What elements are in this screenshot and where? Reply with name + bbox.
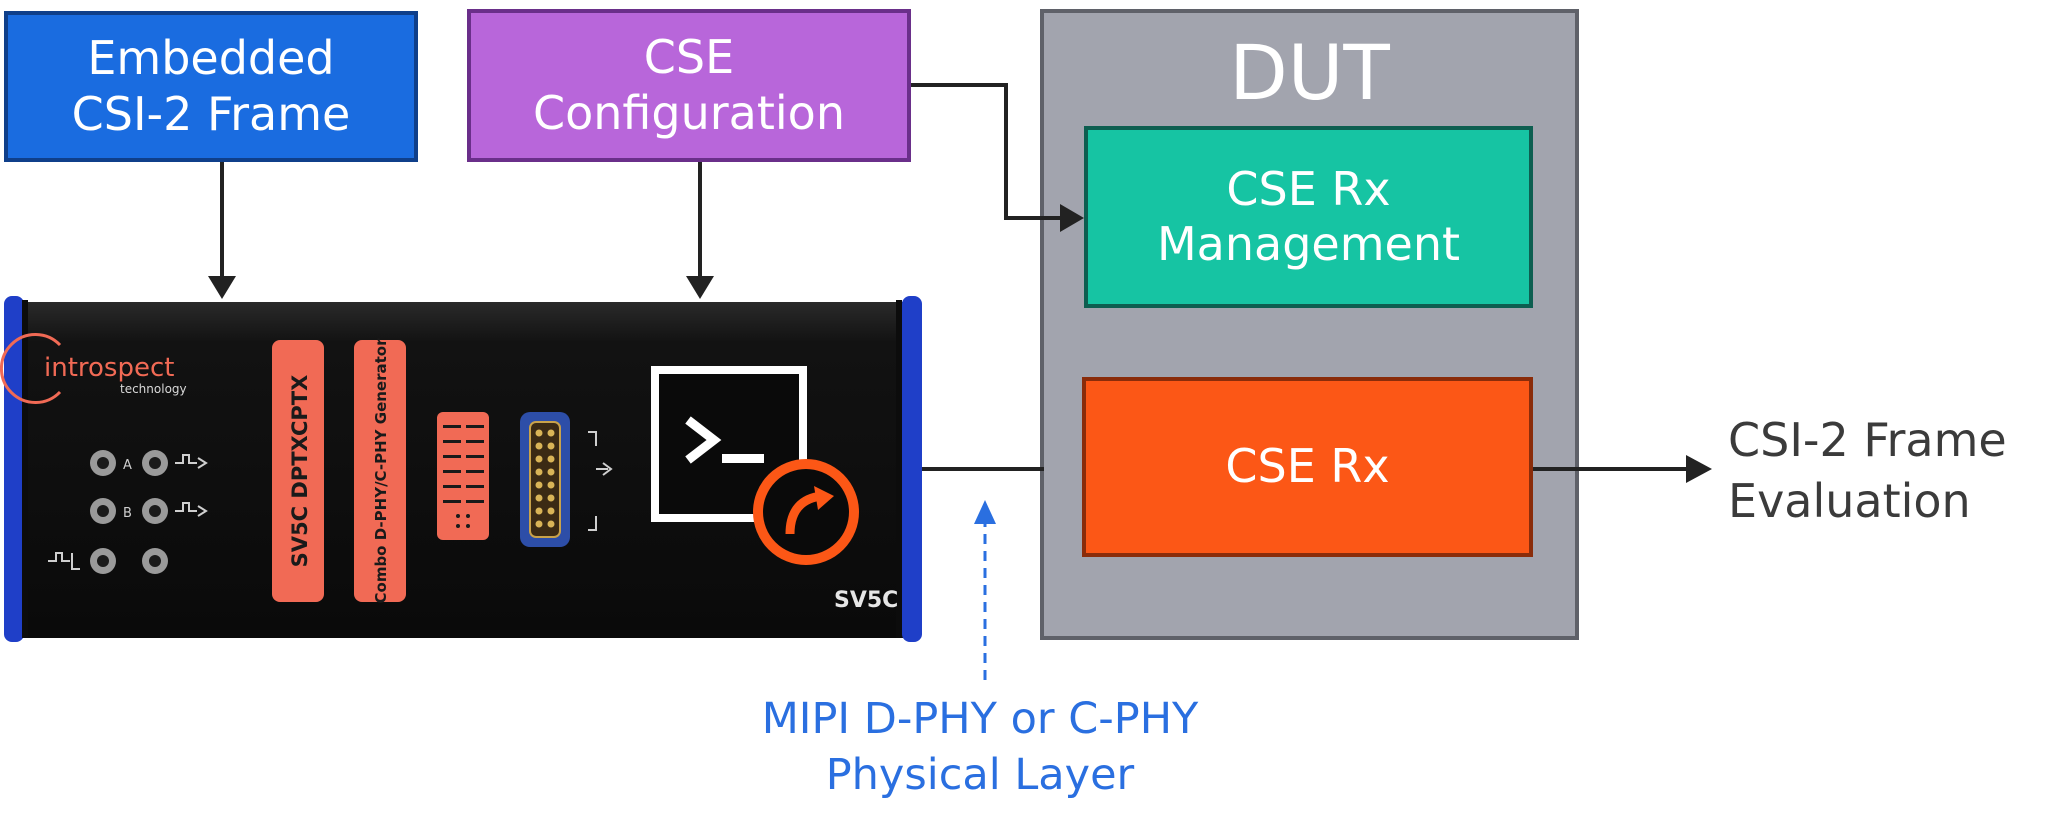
physical-layer-pointer — [974, 500, 996, 680]
model-strip — [272, 340, 324, 602]
arrow-config-to-device — [686, 162, 714, 299]
eval-line2: Evaluation — [1728, 474, 1971, 529]
cse-rx-management-box: CSE Rx Management — [1084, 126, 1533, 308]
sv5c-device: introspect technology A B SV5C DPTXCPTX … — [0, 296, 922, 642]
generator-label: Combo D-PHY/C-PHY Generator — [372, 338, 390, 604]
cse-config-line2: Configuration — [533, 85, 845, 140]
arrow-embedded-to-device — [208, 162, 236, 299]
embedded-box-line1: Embedded — [87, 31, 335, 86]
generator-strip — [354, 340, 406, 602]
port-a-label: A — [123, 458, 132, 473]
phy-line2: Physical Layer — [825, 749, 1135, 800]
embedded-csi2-frame-box: Embedded CSI-2 Frame — [4, 11, 418, 162]
introspect-logo: introspect technology — [0, 333, 187, 404]
arrow-config-to-management — [911, 83, 1084, 232]
device-badge: SV5C — [834, 588, 898, 613]
port-b-label: B — [123, 506, 132, 521]
pin-map-panel — [437, 412, 489, 540]
cse-configuration-box: CSE Configuration — [467, 9, 911, 162]
cse-rx-box: CSE Rx — [1082, 377, 1533, 557]
model-label: SV5C DPTXCPTX — [288, 375, 312, 568]
phy-line1: MIPI D-PHY or C-PHY — [761, 694, 1199, 744]
connector-block: A B — [48, 450, 208, 574]
arrow-rx-to-evaluation — [1533, 455, 1712, 483]
embedded-box-line2: CSI-2 Frame — [71, 86, 351, 141]
brand-subtitle: technology — [120, 382, 187, 396]
terminal-icon — [651, 366, 807, 522]
eval-line1: CSI-2 Frame — [1728, 413, 2007, 467]
right-end-cap — [902, 296, 922, 642]
dsub-connector — [520, 412, 613, 547]
physical-layer-label: MIPI D-PHY or C-PHY Physical Layer — [750, 692, 1210, 804]
cse-rx-mgmt-line2: Management — [1156, 217, 1461, 271]
dut-title: DUT — [1229, 28, 1390, 117]
csi2-frame-evaluation-label: CSI-2 Frame Evaluation — [1728, 410, 2007, 532]
left-end-cap — [4, 296, 24, 642]
cse-config-line1: CSE — [643, 30, 735, 85]
launch-icon — [753, 459, 859, 565]
cse-rx-mgmt-line1: CSE Rx — [1226, 161, 1391, 216]
brand-name: introspect — [44, 353, 174, 383]
cse-rx-label: CSE Rx — [1225, 439, 1390, 494]
